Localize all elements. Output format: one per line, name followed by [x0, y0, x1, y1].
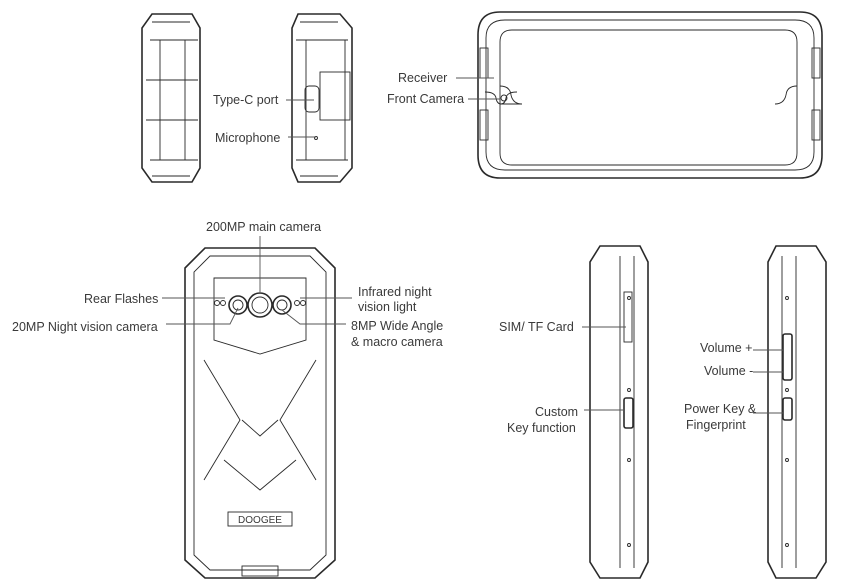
label-volume-down: Volume -: [704, 364, 753, 378]
label-volume-up: Volume +: [700, 341, 752, 355]
side-view-right: [767, 245, 827, 579]
front-view: [477, 11, 823, 179]
edge-view-top: [141, 13, 201, 183]
label-night-vision-camera: 20MP Night vision camera: [12, 320, 158, 334]
back-view: DOOGEE: [184, 247, 336, 579]
label-power-key-line2: Fingerprint: [686, 418, 746, 432]
label-custom-key-line2: Key function: [507, 421, 576, 435]
label-wide-angle-line2: & macro camera: [351, 335, 443, 349]
label-infrared-line1: Infrared night: [358, 285, 432, 299]
side-view-left: [589, 245, 649, 579]
label-custom-key-line1: Custom: [535, 405, 578, 419]
label-type-c-port: Type-C port: [213, 93, 279, 107]
label-main-camera: 200MP main camera: [206, 220, 321, 234]
label-sim-tf-card: SIM/ TF Card: [499, 320, 574, 334]
label-receiver: Receiver: [398, 71, 447, 85]
label-power-key-line1: Power Key &: [684, 402, 757, 416]
edge-view-bottom: [291, 13, 353, 183]
label-front-camera: Front Camera: [387, 92, 464, 106]
label-rear-flashes: Rear Flashes: [84, 292, 158, 306]
label-microphone: Microphone: [215, 131, 280, 145]
leader-lines: [162, 77, 784, 414]
label-wide-angle-line1: 8MP Wide Angle: [351, 319, 443, 333]
brand-logo: DOOGEE: [238, 515, 282, 526]
label-infrared-line2: vision light: [358, 300, 417, 314]
